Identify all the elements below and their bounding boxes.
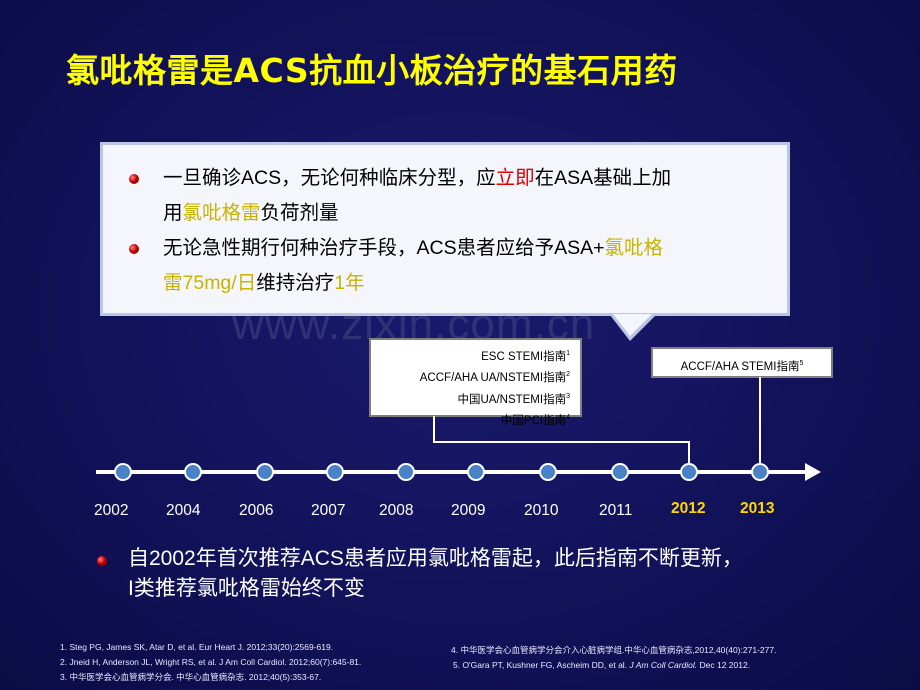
guideline-box-2012: ESC STEMI指南1 ACCF/AHA UA/NSTEMI指南2 中国UA/… [369, 338, 582, 427]
references-right: 4. 中华医学会心血管病学分会介入心脏病学组.中华心血管病杂志,2012,40(… [451, 643, 776, 673]
timeline-year: 2011 [599, 502, 633, 519]
highlight-one-year: 1年 [334, 272, 365, 294]
guideline-row: ACCF/AHA STEMI指南5 [680, 360, 804, 373]
guideline-box-2013: ACCF/AHA STEMI指南5 [651, 347, 833, 378]
bullet-icon [97, 556, 107, 566]
timeline-node [326, 463, 344, 481]
key-recommendation-callout: 一旦确诊ACS，无论何种临床分型，应立即在ASA基础上加 用氯吡格雷负荷剂量 无… [100, 142, 790, 316]
highlight-dose: 雷75mg/日 [163, 272, 257, 294]
reference-item: 2. Jneid H, Anderson JL, Wright RS, et a… [60, 657, 362, 667]
summary-text: 自2002年首次推荐ACS患者应用氯吡格雷起，此后指南不断更新， I类推荐氯吡格… [128, 547, 743, 600]
guideline-row: ACCF/AHA UA/NSTEMI指南2 [419, 371, 570, 385]
highlight-immediately: 立即 [495, 167, 535, 189]
reference-item: 4. 中华医学会心血管病学分会介入心脏病学组.中华心血管病杂志,2012,40(… [451, 645, 777, 655]
timeline-node [184, 463, 202, 481]
timeline-node [680, 463, 698, 481]
timeline-node [539, 463, 557, 481]
connector-line [759, 377, 761, 465]
timeline-node [114, 463, 132, 481]
timeline-year: 2002 [94, 502, 129, 519]
guideline-row: 中国UA/NSTEMI指南3 [457, 392, 570, 406]
timeline-axis [96, 470, 808, 474]
callout-item-1: 一旦确诊ACS，无论何种临床分型，应立即在ASA基础上加 用氯吡格雷负荷剂量 [163, 167, 672, 224]
timeline-year: 2007 [311, 502, 346, 519]
reference-item: 3. 中华医学会心血管病学分会. 中华心血管病杂志. 2012;40(5):35… [60, 672, 322, 682]
reference-item: 1. Steg PG, James SK, Atar D, et al. Eur… [60, 642, 334, 652]
connector-line [688, 441, 690, 465]
guideline-row: 中国PCI指南4 [500, 413, 570, 427]
timeline-node [611, 463, 629, 481]
timeline-arrow-icon [805, 463, 821, 481]
slide-title: 氯吡格雷是ACS抗血小板治疗的基石用药 [66, 51, 678, 90]
timeline-year-highlight: 2012 [671, 500, 706, 517]
connector-line [433, 416, 435, 443]
timeline-year: 2009 [451, 502, 486, 519]
callout-item-2: 无论急性期行何种治疗手段，ACS患者应给予ASA+氯吡格 雷75mg/日维持治疗… [163, 237, 664, 294]
timeline-node [467, 463, 485, 481]
references-left: 1. Steg PG, James SK, Atar D, et al. Eur… [60, 640, 361, 685]
timeline-year: 2006 [239, 502, 274, 519]
connector-line [433, 441, 690, 443]
timeline-node [256, 463, 274, 481]
callout-pointer-fill [613, 314, 652, 336]
timeline-year: 2010 [524, 502, 559, 519]
reference-item: 5. O'Gara PT, Kushner FG, Ascheim DD, et… [453, 660, 751, 670]
highlight-clopidogrel: 氯吡格雷 [182, 202, 261, 224]
bullet-icon [129, 174, 139, 184]
timeline-year: 2004 [166, 502, 201, 519]
guideline-row: ESC STEMI指南1 [481, 350, 570, 363]
highlight-clopidogrel: 氯吡格 [604, 237, 664, 259]
timeline-node [751, 463, 769, 481]
timeline-node [397, 463, 415, 481]
bullet-icon [129, 244, 139, 254]
timeline-year: 2008 [379, 502, 414, 519]
timeline-year-highlight: 2013 [740, 500, 775, 517]
